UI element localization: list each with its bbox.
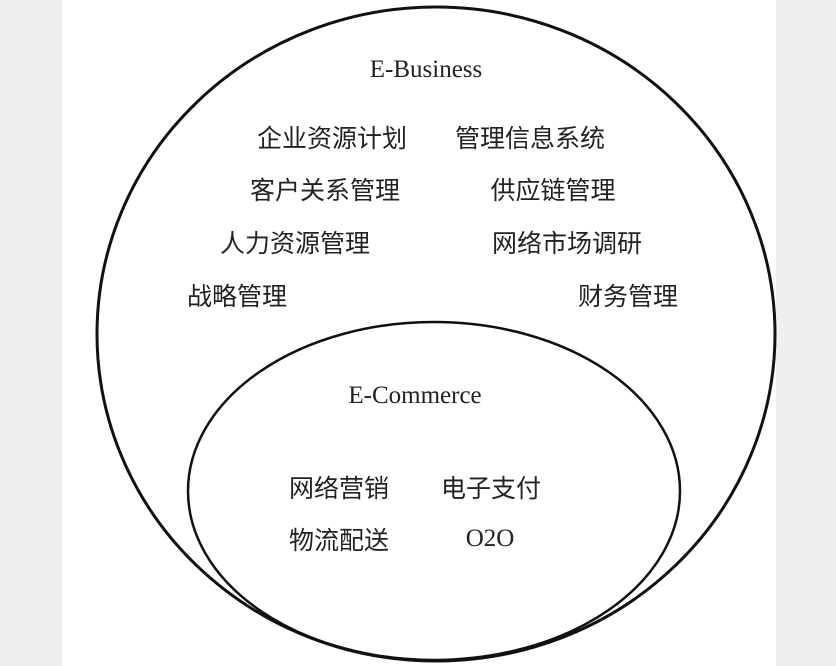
inner-item: O2O [465,525,515,552]
outer-item: 企业资源计划 [256,124,408,153]
e-commerce-ellipse [186,320,682,662]
outer-item: 供应链管理 [490,176,616,205]
inner-item: 电子支付 [440,474,542,503]
outer-item: 人力资源管理 [219,229,371,258]
outer-item: 战略管理 [186,282,288,311]
inner-item: 网络营销 [288,474,390,503]
outer-item: 客户关系管理 [249,176,401,205]
outer-item: 管理信息系统 [454,124,606,153]
e-commerce-title: E-Commerce [348,382,482,409]
inner-item: 物流配送 [288,526,390,555]
outer-item: 财务管理 [577,282,679,311]
diagram-canvas [62,0,776,666]
outer-item: 网络市场调研 [491,229,643,258]
e-business-ellipse [95,5,777,663]
e-business-title: E-Business [369,56,483,83]
